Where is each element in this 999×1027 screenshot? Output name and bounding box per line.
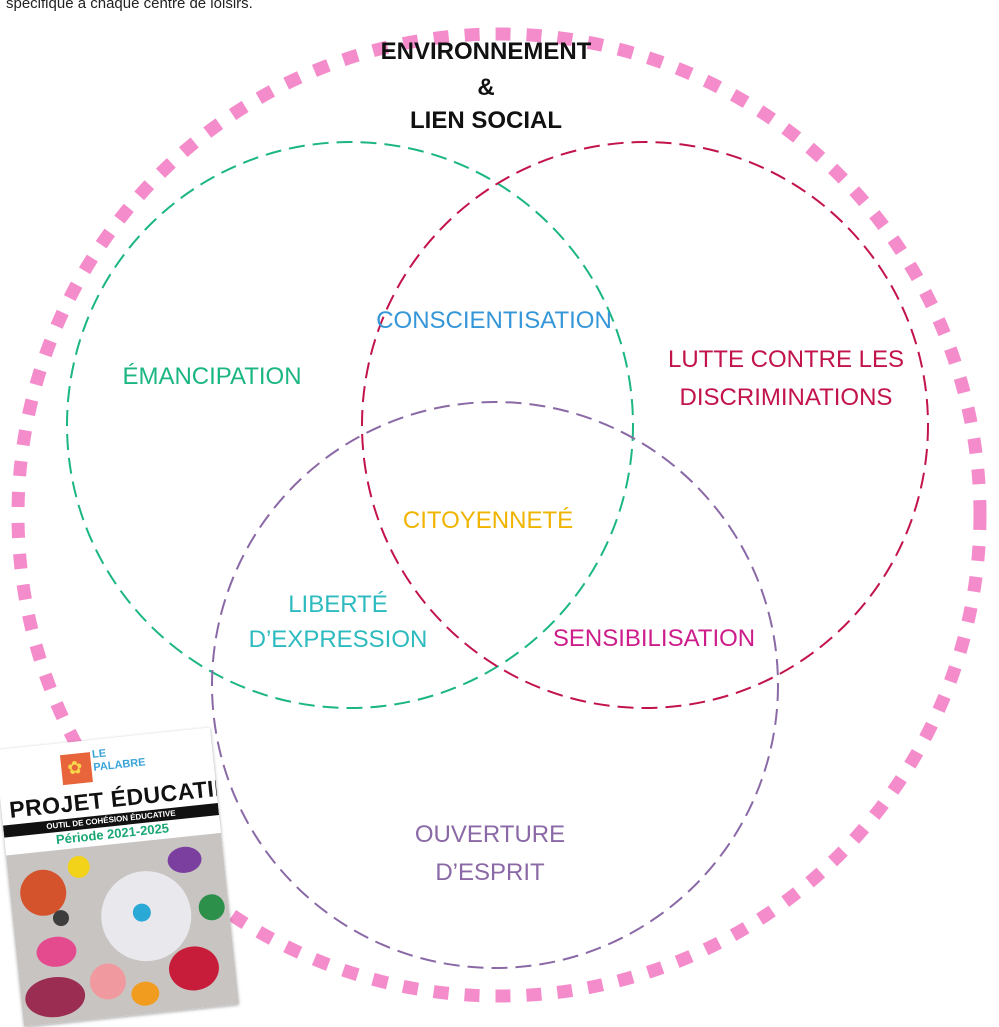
projet-educatif-cover-image: ✿ LE PALABRE PROJET ÉDUCATIF OUTIL DE CO… xyxy=(0,727,239,1027)
label-conscientisation: CONSCIENTISATION xyxy=(376,307,612,334)
label-liberte-line-2: D’EXPRESSION xyxy=(249,626,428,653)
cover-brand-line-1: LE xyxy=(91,747,107,761)
intro-text: spécifique à chaque centre de loisirs. xyxy=(6,0,253,12)
label-ouverture-line-2: D’ESPRIT xyxy=(435,859,545,886)
tree-icon: ✿ xyxy=(66,757,84,779)
label-citoyennete: CITOYENNETÉ xyxy=(403,507,573,534)
label-liberte-line-1: LIBERTÉ xyxy=(288,591,388,618)
circle-emancipation xyxy=(66,141,634,709)
circle-lutte xyxy=(361,141,929,709)
outer-ring xyxy=(11,27,987,1003)
label-lutte-line-2: DISCRIMINATIONS xyxy=(680,384,893,411)
circle-ouverture xyxy=(211,401,779,969)
label-emancipation: ÉMANCIPATION xyxy=(122,363,301,390)
header-line-2: & xyxy=(477,74,494,101)
header-line-3: LIEN SOCIAL xyxy=(410,107,562,134)
label-ouverture-line-1: OUVERTURE xyxy=(415,821,565,848)
label-sensibilisation: SENSIBILISATION xyxy=(553,625,755,652)
header-line-1: ENVIRONNEMENT xyxy=(381,38,592,65)
cover-collage-photo xyxy=(6,832,239,1027)
label-lutte-line-1: LUTTE CONTRE LES xyxy=(668,346,904,373)
